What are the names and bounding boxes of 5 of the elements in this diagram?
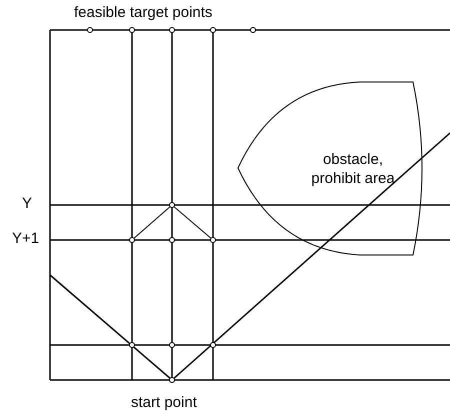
row-label: Y+1 — [12, 230, 40, 247]
axis-caption: feasible target points — [74, 4, 212, 21]
region-label: obstacle, prohibit area — [310, 150, 396, 188]
point-caption: start point — [131, 394, 197, 411]
row-label: Y — [22, 195, 32, 212]
